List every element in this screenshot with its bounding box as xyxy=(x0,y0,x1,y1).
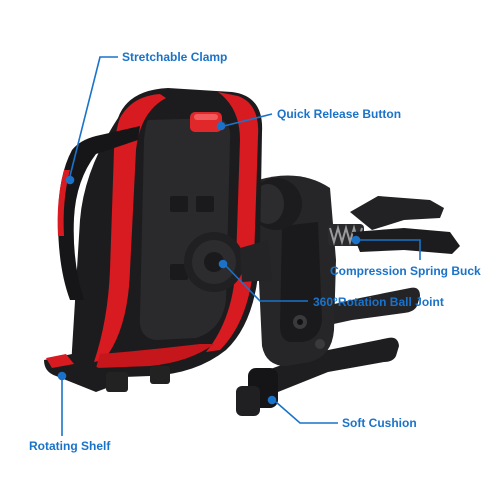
stretchable-clamp-label: Stretchable Clamp xyxy=(122,50,228,64)
compression-spring-buck-label: Compression Spring Buck xyxy=(330,264,481,278)
stretchable-clamp-leader xyxy=(69,56,118,177)
phone-holder xyxy=(44,88,272,392)
quick-release-dot xyxy=(216,121,226,131)
quick-release-button-label: Quick Release Button xyxy=(277,107,402,121)
soft-cushion-pad-2 xyxy=(236,386,260,416)
button-highlight xyxy=(194,114,218,120)
callout-lines xyxy=(57,56,421,436)
rotating-shelf-dot xyxy=(57,371,67,381)
shelf-foot-2 xyxy=(150,366,170,384)
soft-cushion-leader xyxy=(275,401,338,424)
red-right-stripe xyxy=(206,92,259,352)
red-bottom-band xyxy=(96,344,214,368)
soft-cushion-dot xyxy=(267,395,277,405)
screw xyxy=(297,319,303,325)
screw xyxy=(315,339,325,349)
vent-clip-assembly xyxy=(236,175,460,416)
stretchable-clamp-dot xyxy=(65,175,75,185)
vent-clip-jaw xyxy=(350,196,444,230)
ball-joint-dot xyxy=(218,259,228,269)
rotating-shelf-red xyxy=(46,354,74,368)
ball-joint-neck xyxy=(240,240,272,282)
quick-release-leader xyxy=(223,113,273,127)
spring-leader xyxy=(360,239,421,260)
stretchable-clamp-edge xyxy=(57,170,70,236)
spring-dot xyxy=(351,235,361,245)
holder-back-panel xyxy=(139,118,231,340)
rotating-shelf-label: Rotating Shelf xyxy=(29,439,111,453)
red-side-stripe xyxy=(94,94,166,362)
soft-cushion-label: Soft Cushion xyxy=(342,416,417,430)
stretchable-clamp xyxy=(58,126,140,300)
vertical-bracket-inner xyxy=(280,222,322,342)
ball-joint-leader xyxy=(225,265,308,302)
rotation-ball-joint-label: 360°Rotation Ball Joint xyxy=(313,295,444,309)
vent-clip-jaw-lower xyxy=(352,228,460,254)
ball-joint-center xyxy=(204,252,224,272)
shelf-foot xyxy=(106,372,128,392)
vent-arm-lower xyxy=(262,337,399,394)
